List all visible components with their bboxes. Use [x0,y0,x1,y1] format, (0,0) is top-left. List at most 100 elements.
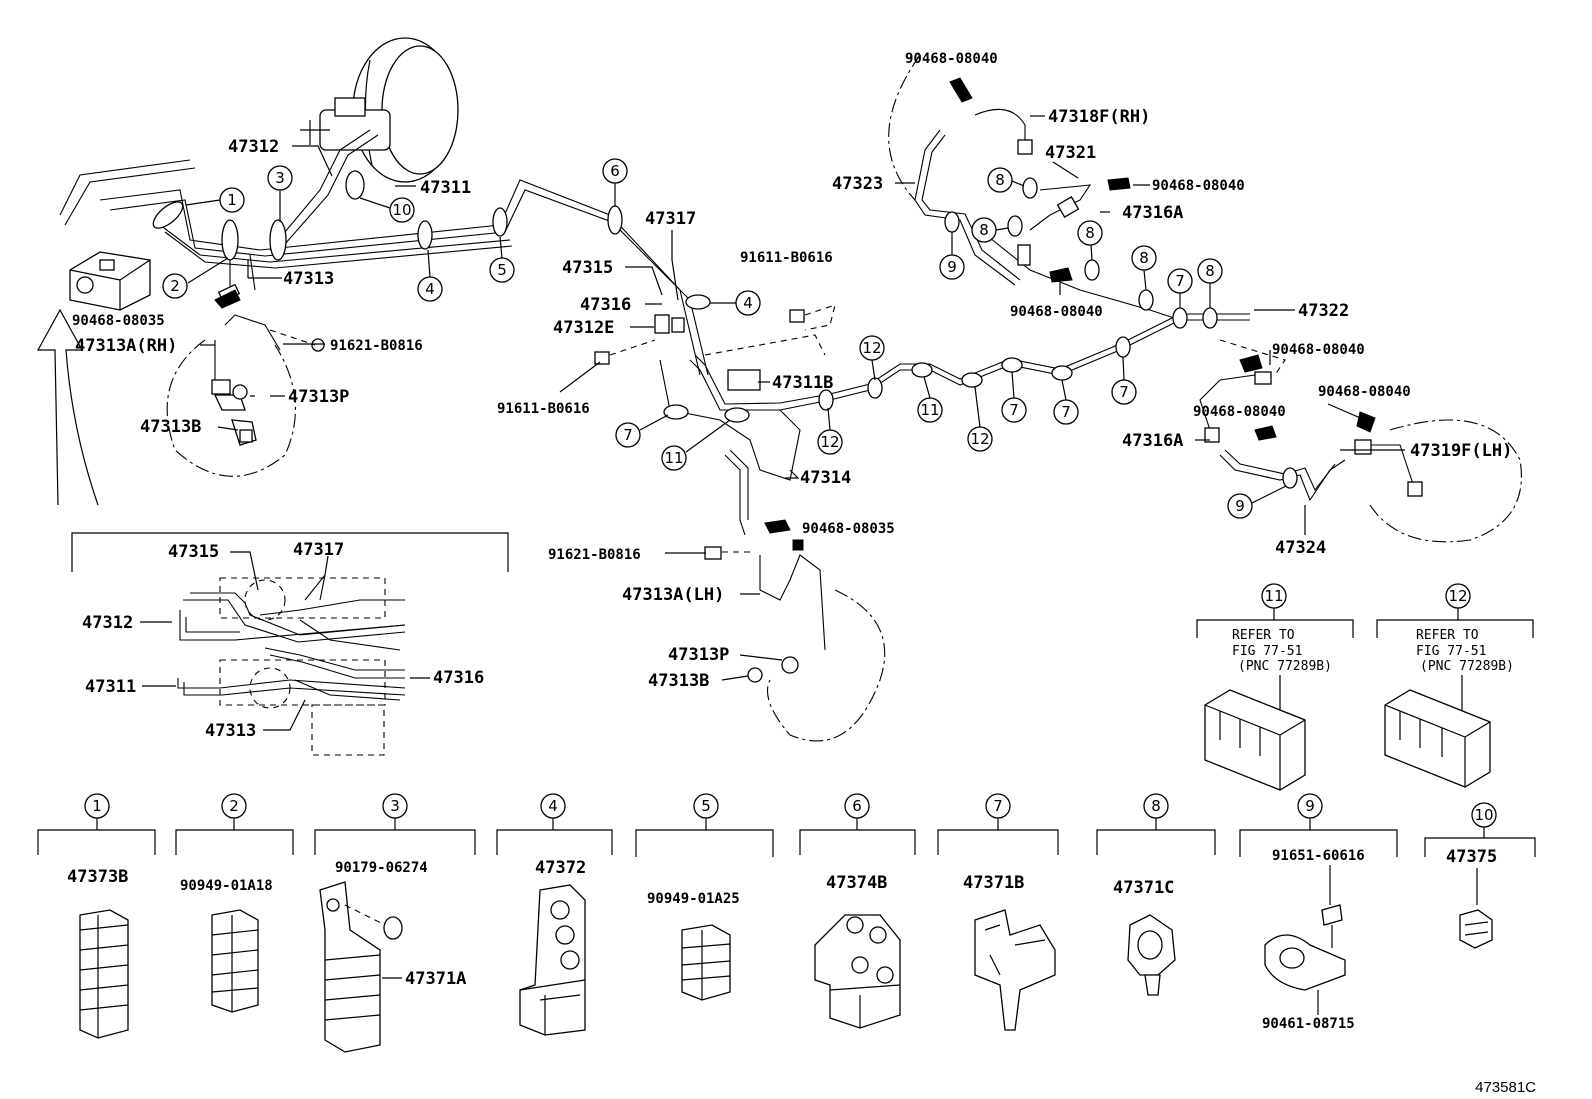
legend-3: 3 90179-06274 47371A [314,793,476,1053]
leader-lines [200,115,1405,681]
svg-text:4: 4 [743,294,753,312]
svg-text:90949-01A18: 90949-01A18 [180,878,273,894]
detail-label-47316: 47316 [433,668,484,688]
label-47324: 47324 [1275,538,1326,558]
callout-2: 2 [162,257,229,299]
svg-text:(PNC 77289B): (PNC 77289B) [1420,659,1514,674]
label-47313: 47313 [283,269,334,289]
label-47312E: 47312E [553,318,614,338]
callout-9b: 9 [1227,485,1287,519]
label-47313P-rear: 47313P [668,645,729,665]
callout-12c: 12 [967,386,993,452]
svg-text:7: 7 [1061,403,1071,421]
legend-5: 5 90949-01A25 [635,793,774,1001]
part-labels: 47312 47311 47313 90468-08035 47313A(RH)… [72,51,1512,691]
label-47313A-LH: 47313A(LH) [622,585,724,605]
svg-text:8: 8 [1139,249,1149,267]
callout-8c: 8 [1077,220,1103,261]
svg-text:10: 10 [392,201,411,219]
svg-text:7: 7 [1119,383,1129,401]
callout-8d: 8 [1131,245,1157,291]
callout-6: 6 [602,158,628,206]
label-47315: 47315 [562,258,613,278]
legend-4: 4 47372 [496,793,613,1036]
label-90468-08035-front: 90468-08035 [72,313,165,329]
svg-text:2: 2 [229,797,239,815]
hose-clips [214,77,1376,551]
svg-text:47374B: 47374B [826,873,887,893]
svg-text:8: 8 [995,171,1005,189]
svg-text:FIG 77-51: FIG 77-51 [1232,644,1302,659]
callout-1: 1 [185,187,245,213]
callout-7b: 7 [1001,371,1027,423]
svg-text:8: 8 [1151,797,1161,815]
label-47319F-LH: 47319F(LH) [1410,441,1512,461]
svg-text:9: 9 [1305,797,1315,815]
label-91611-B0616-upper: 91611-B0616 [740,250,833,266]
callout-7d: 7 [1111,356,1137,405]
front-right-hose [211,283,325,446]
legend-1: 1 47373B [37,793,156,1039]
svg-text:47371B: 47371B [963,873,1024,893]
callout-7a: 7 [615,414,669,448]
legend-2: 2 90949-01A18 [175,793,294,1013]
legend-7: 7 47371B [937,793,1059,1031]
brake-booster-assembly [300,37,459,183]
svg-text:6: 6 [610,162,620,180]
svg-text:9: 9 [947,258,957,276]
svg-text:7: 7 [1009,401,1019,419]
callout-12a: 12 [817,407,843,455]
detail-label-47317: 47317 [293,540,344,560]
svg-text:REFER TO: REFER TO [1232,628,1295,643]
label-91621-B0816-rear: 91621-B0816 [548,547,641,563]
label-91611-B0616-lower: 91611-B0616 [497,401,590,417]
label-47311: 47311 [420,178,471,198]
detail-label-47313: 47313 [205,721,256,741]
refer-box-11: 11 REFER TO FIG 77-51 (PNC 77289B) [1196,583,1354,791]
svg-text:90179-06274: 90179-06274 [335,860,428,876]
legend-6: 6 47374B [799,793,916,1029]
svg-text:6: 6 [852,797,862,815]
svg-text:1: 1 [92,797,102,815]
svg-text:12: 12 [970,430,989,448]
label-47317: 47317 [645,209,696,229]
svg-text:47372: 47372 [535,858,586,878]
label-47314: 47314 [800,468,851,488]
refer-box-12: 12 REFER TO FIG 77-51 (PNC 77289B) [1376,583,1534,788]
label-47313B-rear: 47313B [648,671,709,691]
detail-label-47315: 47315 [168,542,219,562]
svg-text:11: 11 [1264,587,1283,605]
svg-text:47375: 47375 [1446,847,1497,867]
svg-text:1: 1 [227,191,237,209]
label-47316: 47316 [580,295,631,315]
abs-actuator [69,251,151,311]
label-90468-08040-lower-c: 90468-08040 [1193,404,1286,420]
svg-text:7: 7 [1175,272,1185,290]
label-47322: 47322 [1298,301,1349,321]
svg-text:12: 12 [1448,587,1467,605]
svg-text:11: 11 [664,449,683,467]
label-91621-B0816-front: 91621-B0816 [330,338,423,354]
svg-text:5: 5 [701,797,711,815]
svg-text:7: 7 [993,797,1003,815]
svg-text:5: 5 [497,261,507,279]
label-47318F-RH: 47318F(RH) [1048,107,1150,127]
svg-text:8: 8 [1085,224,1095,242]
legend-8: 8 47371C [1096,793,1216,996]
svg-text:10: 10 [1474,806,1493,824]
callout-9a: 9 [939,232,965,280]
label-47312: 47312 [228,137,279,157]
label-47313P-front: 47313P [288,387,349,407]
callout-3: 3 [267,165,293,222]
callout-10: 10 [359,197,415,223]
svg-text:91651-60616: 91651-60616 [1272,848,1365,864]
label-90468-08040-right: 90468-08040 [1152,178,1245,194]
svg-text:47371A: 47371A [405,969,466,989]
label-90468-08040-top: 90468-08040 [905,51,998,67]
svg-text:90461-08715: 90461-08715 [1262,1016,1355,1032]
callout-4b: 4 [710,290,761,316]
detail-inset: 47315 47317 47312 47311 47316 47313 [71,532,509,756]
fittings [232,304,1286,683]
svg-text:2: 2 [170,277,180,295]
